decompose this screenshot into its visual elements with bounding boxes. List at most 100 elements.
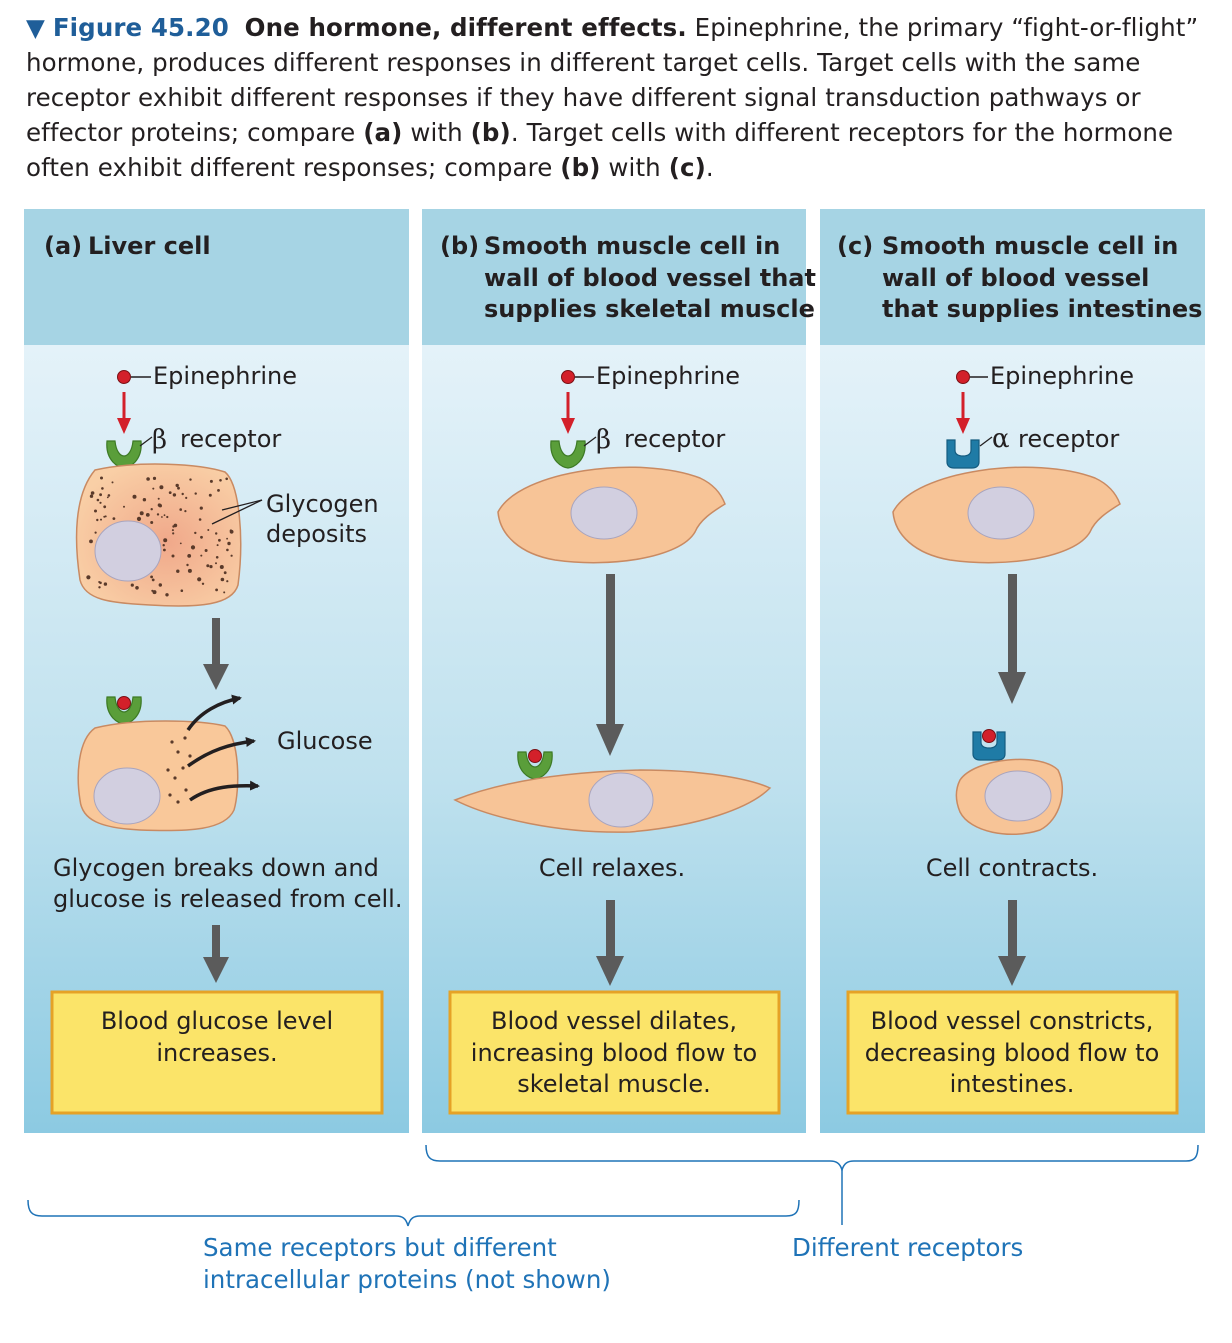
smooth-muscle-cell-nucleus xyxy=(967,486,1035,540)
figure-caption: ▼ Figure 45.20 One hormone, different ef… xyxy=(26,10,1216,185)
glycogen-granule xyxy=(112,517,116,520)
glycogen-granule xyxy=(200,554,203,557)
caption-ref-a: (a) xyxy=(363,118,403,147)
glucose-label: Glucose xyxy=(277,727,373,755)
glycogen-granule xyxy=(96,518,99,522)
panel-c-hormone-label: Epinephrine xyxy=(990,362,1134,390)
glucose-particle xyxy=(181,766,185,770)
panel-b-result-line-3: skeletal muscle. xyxy=(517,1070,711,1098)
panel-c-header-line-1: Smooth muscle cell in xyxy=(882,232,1178,260)
panel-a-receptor: β receptor xyxy=(106,425,281,469)
glycogen-granule xyxy=(107,494,111,497)
glucose-release-arrow xyxy=(186,737,256,768)
panel-a-header-line-1: Liver cell xyxy=(88,232,211,260)
same-receptors-bracket xyxy=(27,1199,800,1227)
glycogen-granule xyxy=(106,496,109,499)
epinephrine-bound-icon xyxy=(982,729,996,743)
glycogen-granule xyxy=(135,586,139,590)
panel-c-receptor: α receptor xyxy=(946,424,1119,469)
glycogen-granule xyxy=(103,505,107,509)
liver-cell-nucleus xyxy=(93,767,161,825)
panel-b-letter: (b) xyxy=(440,232,479,260)
binding-arrow-icon xyxy=(956,418,970,434)
glycogen-granule xyxy=(218,538,221,542)
glycogen-granule xyxy=(130,583,134,587)
down-arrow-icon xyxy=(203,664,229,690)
glycogen-granule xyxy=(152,487,155,490)
different-receptors-bracket xyxy=(425,1144,1199,1173)
glycogen-granule xyxy=(186,563,189,567)
glycogen-granule xyxy=(89,539,93,544)
glycogen-granule xyxy=(156,513,160,516)
glycogen-granule xyxy=(99,581,102,585)
panel-a-result-box: Blood glucose level increases. xyxy=(50,990,384,1115)
glycogen-granule xyxy=(99,493,102,497)
glycogen-granule xyxy=(215,556,219,559)
glycogen-granule xyxy=(194,531,197,535)
panel-b-header-line-2: wall of blood vessel that xyxy=(484,264,816,292)
epinephrine-molecule-icon xyxy=(561,370,575,384)
panel-c-arrow-2 xyxy=(998,900,1026,986)
glycogen-granule xyxy=(180,589,184,592)
caption-text-2: with xyxy=(410,118,463,147)
glucose-release-arrow xyxy=(186,694,242,731)
caption-ref-c: (c) xyxy=(668,153,706,182)
caption-text-4: with xyxy=(608,153,661,182)
smooth-muscle-cell-nucleus xyxy=(984,770,1052,822)
glucose-particle xyxy=(166,768,170,772)
panel-a-response-line-1: Glycogen breaks down and xyxy=(53,854,379,882)
panel-b-result-line-1: Blood vessel dilates, xyxy=(491,1007,737,1035)
down-arrow-icon xyxy=(203,957,229,983)
glycogen-granule xyxy=(172,532,175,535)
panel-a-hormone-label: Epinephrine xyxy=(153,362,297,390)
glycogen-granule xyxy=(152,590,157,595)
glucose-particles xyxy=(166,736,192,804)
panel-b-response-line-1: Cell relaxes. xyxy=(539,854,685,882)
panel-b-header-bg xyxy=(422,209,806,345)
glycogen-granule xyxy=(158,583,162,587)
liver-cell-before: Glycogen deposits xyxy=(75,463,379,607)
panel-c-arrow-1 xyxy=(998,574,1026,704)
panel-b-result-box: Blood vessel dilates, increasing blood f… xyxy=(448,990,781,1115)
caption-marker-icon: ▼ xyxy=(26,13,45,42)
glycogen-granule xyxy=(209,479,213,483)
glucose-particle xyxy=(170,740,174,744)
panel-c-header-line-2: wall of blood vessel xyxy=(882,264,1149,292)
glycogen-granule xyxy=(96,498,100,502)
panel-b-arrow-2 xyxy=(596,900,624,986)
glucose-particle xyxy=(168,793,172,797)
glycogen-granule xyxy=(139,511,144,516)
caption-ref-b1: (b) xyxy=(470,118,511,147)
glycogen-granule xyxy=(207,529,210,531)
glycogen-granule xyxy=(157,503,162,507)
glycogen-granule xyxy=(229,529,234,534)
glycogen-granule xyxy=(226,548,229,552)
epinephrine-molecule-icon xyxy=(956,370,970,384)
panel-c-header-bg xyxy=(820,209,1205,345)
figure-title: One hormone, different effects. xyxy=(244,13,687,42)
glycogen-granule xyxy=(199,506,203,510)
liver-cell-nucleus xyxy=(94,520,162,582)
binding-arrow-icon xyxy=(561,418,575,434)
glycogen-granule xyxy=(161,516,163,518)
glycogen-granule xyxy=(184,510,187,513)
glucose-particle xyxy=(188,754,192,758)
glucose-particle xyxy=(176,800,180,804)
glycogen-granule xyxy=(217,489,220,492)
glycogen-granule xyxy=(179,542,182,545)
glycogen-granule xyxy=(142,498,147,502)
glycogen-granule xyxy=(150,508,153,511)
glycogen-granule xyxy=(94,531,97,534)
glycogen-granule xyxy=(157,497,160,500)
glycogen-granule xyxy=(190,545,196,550)
glycogen-granule xyxy=(86,575,91,580)
panel-c-response-line-1: Cell contracts. xyxy=(926,854,1098,882)
glucose-particle xyxy=(184,788,188,792)
panel-a-letter: (a) xyxy=(44,232,82,260)
panel-a-header-bg xyxy=(24,209,409,345)
caption-text-3: . Target cells with different receptors … xyxy=(26,118,1174,182)
glycogen-granule xyxy=(162,544,165,547)
glycogen-granule xyxy=(151,578,155,582)
glycogen-granule xyxy=(215,562,217,565)
glycogen-label-line-2: deposits xyxy=(266,520,367,548)
